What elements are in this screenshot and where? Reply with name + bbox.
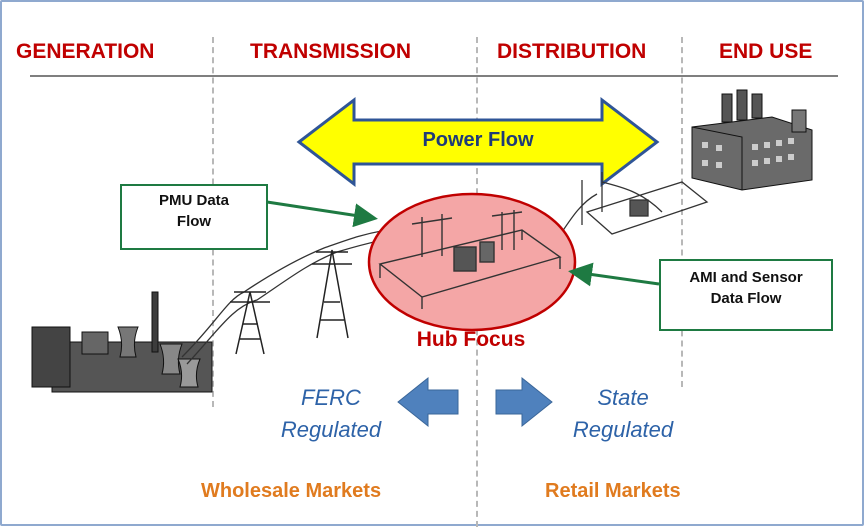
retail-markets-label: Retail Markets bbox=[545, 480, 681, 502]
divider-distribution-enduse bbox=[681, 37, 683, 387]
power-flow-label: Power Flow bbox=[422, 129, 534, 151]
distribution-substation-icon bbox=[581, 172, 709, 235]
ferc-arrow bbox=[397, 376, 459, 428]
transmission-tower-icon bbox=[230, 249, 352, 355]
pmu-box-line1: PMU Data bbox=[158, 192, 229, 209]
pmu-data-arrow bbox=[266, 200, 378, 228]
power-flow-arrow bbox=[296, 96, 660, 188]
header-end-use: END USE bbox=[719, 40, 813, 63]
ami-data-arrow bbox=[568, 262, 660, 287]
header-distribution: DISTRIBUTION bbox=[497, 40, 647, 63]
power-plant-icon bbox=[31, 291, 213, 393]
transmission-lines bbox=[181, 181, 663, 365]
pmu-data-flow-box: PMU Data Flow bbox=[120, 184, 268, 250]
header-generation: GENERATION bbox=[16, 40, 155, 63]
state-arrow bbox=[495, 376, 553, 428]
wholesale-markets-label: Wholesale Markets bbox=[201, 480, 382, 502]
ferc-regulated-label: FERC Regulated bbox=[272, 382, 390, 446]
substation-icon bbox=[378, 210, 562, 309]
state-line1: State bbox=[597, 385, 649, 410]
ami-box-line2: Data Flow bbox=[710, 290, 782, 307]
ferc-line2: Regulated bbox=[280, 417, 382, 442]
ami-sensor-data-box: AMI and Sensor Data Flow bbox=[659, 259, 833, 331]
pmu-box-line2: Flow bbox=[176, 213, 212, 230]
header-transmission: TRANSMISSION bbox=[250, 40, 412, 63]
state-line2: Regulated bbox=[572, 417, 674, 442]
header-divider bbox=[30, 75, 838, 77]
state-regulated-label: State Regulated bbox=[554, 382, 692, 446]
ami-box-line1: AMI and Sensor bbox=[689, 269, 803, 286]
ferc-line1: FERC bbox=[301, 385, 361, 410]
factory-icon bbox=[691, 89, 813, 191]
hub-focus-label: Hub Focus bbox=[416, 328, 526, 351]
